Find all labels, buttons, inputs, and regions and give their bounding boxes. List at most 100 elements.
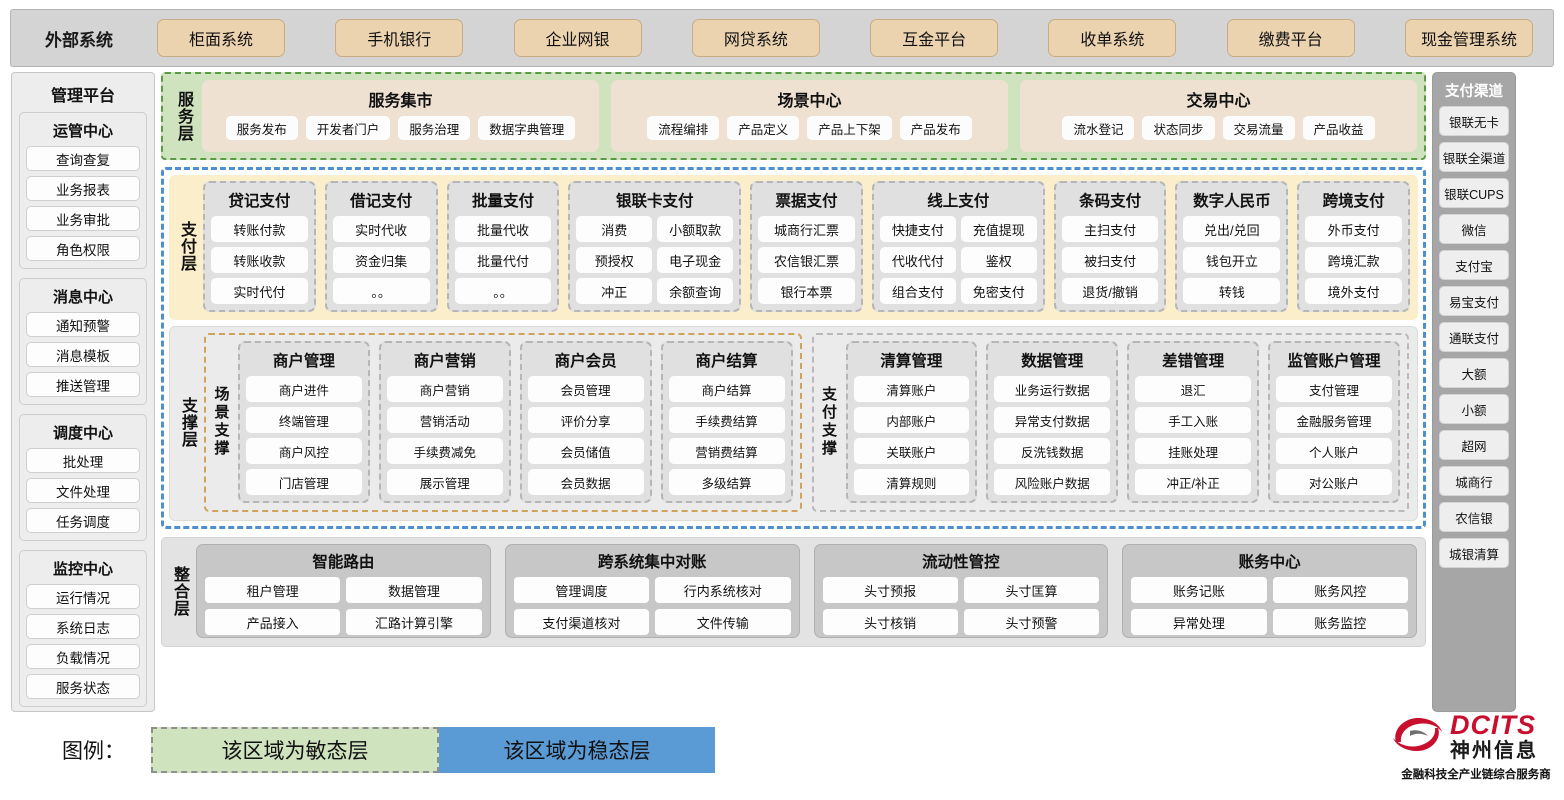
support-item[interactable]: 手续费结算 bbox=[668, 407, 785, 433]
service-item[interactable]: 服务发布 bbox=[225, 116, 298, 140]
support-item[interactable]: 金融服务管理 bbox=[1276, 407, 1392, 433]
payment-item[interactable]: 电子现金 bbox=[657, 247, 734, 273]
integration-item[interactable]: 异常处理 bbox=[1131, 609, 1267, 635]
support-item[interactable]: 门店管理 bbox=[246, 469, 362, 495]
support-item[interactable]: 支付管理 bbox=[1276, 376, 1392, 402]
sidebar-item[interactable]: 系统日志 bbox=[26, 614, 140, 639]
payment-item[interactable]: 小额取款 bbox=[657, 216, 734, 242]
support-item[interactable]: 终端管理 bbox=[246, 407, 362, 433]
payment-item[interactable]: 冲正 bbox=[576, 278, 653, 304]
support-item[interactable]: 业务运行数据 bbox=[994, 376, 1111, 402]
external-system-item[interactable]: 缴费平台 bbox=[1226, 19, 1355, 57]
payment-item[interactable]: 鉴权 bbox=[960, 247, 1037, 273]
service-item[interactable]: 流程编排 bbox=[647, 116, 720, 140]
integration-item[interactable]: 头寸匡算 bbox=[963, 577, 1100, 603]
payment-channel-item[interactable]: 微信 bbox=[1439, 214, 1509, 244]
payment-channel-item[interactable]: 小额 bbox=[1439, 394, 1509, 424]
payment-channel-item[interactable]: 城商行 bbox=[1439, 466, 1509, 496]
service-item[interactable]: 开发者门户 bbox=[305, 116, 391, 140]
support-item[interactable]: 对公账户 bbox=[1276, 469, 1392, 495]
service-item[interactable]: 流水登记 bbox=[1062, 116, 1135, 140]
external-system-item[interactable]: 收单系统 bbox=[1048, 19, 1177, 57]
support-item[interactable]: 会员数据 bbox=[527, 469, 644, 495]
sidebar-item[interactable]: 消息模板 bbox=[26, 342, 140, 367]
sidebar-item[interactable]: 服务状态 bbox=[26, 674, 140, 699]
support-item[interactable]: 营销活动 bbox=[386, 407, 503, 433]
payment-channel-item[interactable]: 城银清算 bbox=[1439, 538, 1509, 568]
sidebar-item[interactable]: 负载情况 bbox=[26, 644, 140, 669]
support-item[interactable]: 风险账户数据 bbox=[994, 469, 1111, 495]
external-system-item[interactable]: 柜面系统 bbox=[157, 19, 285, 57]
integration-item[interactable]: 租户管理 bbox=[205, 577, 341, 603]
integration-item[interactable]: 汇路计算引擎 bbox=[346, 609, 482, 635]
payment-channel-item[interactable]: 农信银 bbox=[1439, 502, 1509, 532]
payment-item[interactable]: 资金归集 bbox=[332, 247, 430, 273]
service-item[interactable]: 产品收益 bbox=[1302, 116, 1375, 140]
sidebar-item[interactable]: 文件处理 bbox=[26, 478, 140, 503]
support-item[interactable]: 商户进件 bbox=[246, 376, 362, 402]
service-item[interactable]: 产品上下架 bbox=[807, 116, 892, 140]
payment-channel-item[interactable]: 大额 bbox=[1439, 358, 1509, 388]
payment-item[interactable]: 被扫支付 bbox=[1061, 247, 1159, 273]
support-item[interactable]: 冲正/补正 bbox=[1135, 469, 1252, 495]
support-item[interactable]: 营销费结算 bbox=[668, 438, 785, 464]
support-item[interactable]: 手续费减免 bbox=[386, 438, 503, 464]
sidebar-item[interactable]: 批处理 bbox=[26, 448, 140, 473]
payment-item[interactable]: 批量代付 bbox=[454, 247, 552, 273]
service-item[interactable]: 数据字典管理 bbox=[478, 116, 576, 140]
integration-item[interactable]: 账务记账 bbox=[1131, 577, 1267, 603]
service-item[interactable]: 产品发布 bbox=[899, 116, 972, 140]
support-item[interactable]: 清算账户 bbox=[853, 376, 970, 402]
payment-item[interactable]: 批量代收 bbox=[454, 216, 552, 242]
payment-channel-item[interactable]: 易宝支付 bbox=[1439, 286, 1509, 316]
support-item[interactable]: 关联账户 bbox=[853, 438, 970, 464]
payment-channel-item[interactable]: 支付宝 bbox=[1439, 250, 1509, 280]
service-item[interactable]: 服务治理 bbox=[398, 116, 471, 140]
support-item[interactable]: 会员管理 bbox=[527, 376, 644, 402]
integration-item[interactable]: 行内系统核对 bbox=[655, 577, 791, 603]
payment-channel-item[interactable]: 银联CUPS bbox=[1439, 178, 1509, 208]
integration-item[interactable]: 数据管理 bbox=[346, 577, 482, 603]
payment-item[interactable]: 。。 bbox=[454, 278, 552, 304]
support-item[interactable]: 内部账户 bbox=[853, 407, 970, 433]
support-item[interactable]: 多级结算 bbox=[668, 469, 785, 495]
payment-channel-item[interactable]: 银联无卡 bbox=[1439, 106, 1509, 136]
service-item[interactable]: 产品定义 bbox=[727, 116, 800, 140]
support-item[interactable]: 评价分享 bbox=[527, 407, 644, 433]
integration-item[interactable]: 账务风控 bbox=[1272, 577, 1408, 603]
payment-item[interactable]: 。。 bbox=[332, 278, 430, 304]
external-system-item[interactable]: 现金管理系统 bbox=[1404, 19, 1533, 57]
payment-item[interactable]: 实时代付 bbox=[211, 278, 308, 304]
integration-item[interactable]: 头寸预报 bbox=[822, 577, 958, 603]
payment-item[interactable]: 转账付款 bbox=[211, 216, 308, 242]
sidebar-item[interactable]: 业务报表 bbox=[26, 176, 140, 201]
payment-item[interactable]: 代收代付 bbox=[879, 247, 956, 273]
payment-item[interactable]: 外币支付 bbox=[1305, 216, 1403, 242]
support-item[interactable]: 商户营销 bbox=[386, 376, 503, 402]
payment-item[interactable]: 兑出/兑回 bbox=[1183, 216, 1281, 242]
support-item[interactable]: 展示管理 bbox=[386, 469, 503, 495]
sidebar-item[interactable]: 业务审批 bbox=[26, 206, 140, 231]
sidebar-item[interactable]: 运行情况 bbox=[26, 584, 140, 609]
external-system-item[interactable]: 网贷系统 bbox=[691, 19, 820, 57]
integration-item[interactable]: 头寸预警 bbox=[963, 609, 1100, 635]
support-item[interactable]: 商户风控 bbox=[246, 438, 362, 464]
payment-item[interactable]: 快捷支付 bbox=[879, 216, 956, 242]
support-item[interactable]: 会员储值 bbox=[527, 438, 644, 464]
support-item[interactable]: 反洗钱数据 bbox=[994, 438, 1111, 464]
support-item[interactable]: 清算规则 bbox=[853, 469, 970, 495]
payment-item[interactable]: 免密支付 bbox=[960, 278, 1037, 304]
payment-item[interactable]: 消费 bbox=[576, 216, 653, 242]
sidebar-item[interactable]: 任务调度 bbox=[26, 508, 140, 533]
sidebar-item[interactable]: 通知预警 bbox=[26, 312, 140, 337]
payment-item[interactable]: 境外支付 bbox=[1305, 278, 1403, 304]
external-system-item[interactable]: 互金平台 bbox=[870, 19, 999, 57]
service-item[interactable]: 状态同步 bbox=[1142, 116, 1215, 140]
payment-channel-item[interactable]: 通联支付 bbox=[1439, 322, 1509, 352]
support-item[interactable]: 个人账户 bbox=[1276, 438, 1392, 464]
integration-item[interactable]: 头寸核销 bbox=[822, 609, 958, 635]
payment-item[interactable]: 银行本票 bbox=[758, 278, 855, 304]
payment-channel-item[interactable]: 银联全渠道 bbox=[1439, 142, 1509, 172]
payment-item[interactable]: 余额查询 bbox=[657, 278, 734, 304]
sidebar-item[interactable]: 查询查复 bbox=[26, 146, 140, 171]
